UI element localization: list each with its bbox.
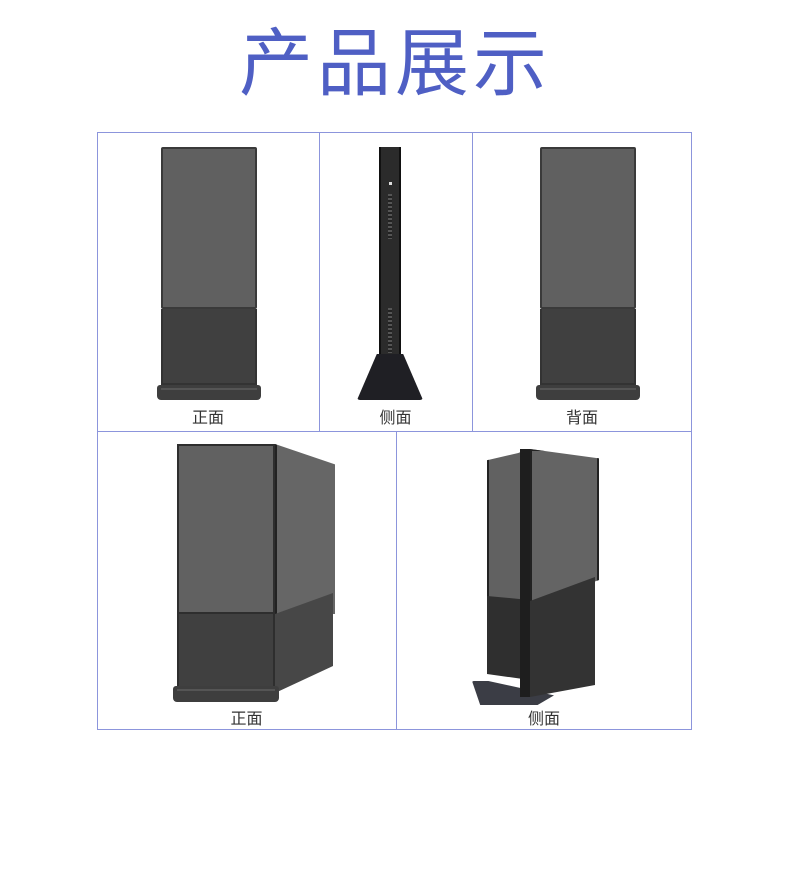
view-cell-side: 侧面	[319, 132, 472, 431]
column-divider	[396, 431, 397, 730]
view-label: 背面	[565, 408, 598, 427]
view-cell-back: 背面	[472, 132, 692, 431]
view-cell-front: 正面	[97, 132, 319, 431]
view-label: 侧面	[527, 709, 560, 728]
page-title: 产品展示	[239, 21, 551, 107]
view-label: 正面	[191, 408, 224, 427]
column-divider	[472, 132, 473, 431]
view-cell-side-perspective: 侧面	[396, 431, 692, 730]
column-divider	[319, 132, 320, 431]
row-divider	[97, 431, 692, 432]
view-cell-front-perspective: 正面	[97, 431, 396, 730]
view-label: 侧面	[379, 408, 412, 427]
view-label: 正面	[230, 709, 263, 728]
